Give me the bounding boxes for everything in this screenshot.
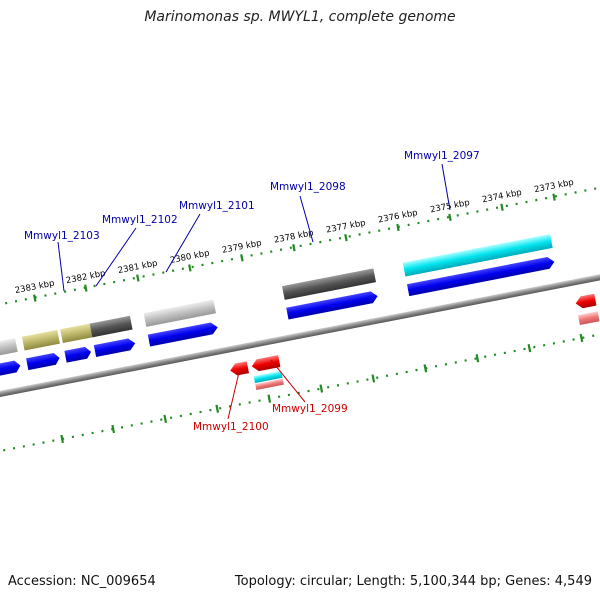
scale-label-2374: 2374 kbp [481, 188, 522, 205]
gene-label-2100: Mmwyl1_2100 [193, 421, 269, 433]
scale-label-2375: 2375 kbp [429, 198, 470, 215]
rev-arrow-2099 [251, 355, 281, 372]
cds-arrow-2097 [406, 257, 555, 297]
genome-backbone [0, 266, 600, 403]
gene-label-2103: Mmwyl1_2103 [24, 230, 100, 242]
feature-olive-1 [21, 329, 60, 351]
scale-label-2383: 2383 kbp [14, 279, 55, 296]
upper-scale-line [0, 182, 600, 314]
cds-track-forward [0, 257, 555, 376]
gene-labels: Mmwyl1_2103 Mmwyl1_2102 Mmwyl1_2101 Mmwy… [24, 150, 480, 433]
cds-arrow-2103 [26, 352, 60, 371]
cds-arrow-2098 [286, 291, 378, 320]
feature-mmwyl1-2101 [143, 299, 216, 327]
leader-2102 [95, 227, 137, 287]
leader-lines [57, 163, 451, 420]
rev-arrow-right-1 [575, 293, 597, 309]
scale-label-2380: 2380 kbp [169, 249, 210, 266]
leader-2103 [57, 241, 65, 292]
scale-label-2382: 2382 kbp [65, 269, 106, 286]
feature-track-top [0, 234, 553, 357]
rev-feature-right-pink [578, 311, 600, 326]
leader-2100 [227, 367, 241, 420]
cds-arrow-2101 [147, 322, 218, 347]
cds-arrow-partial [0, 360, 21, 376]
gene-label-2099: Mmwyl1_2099 [272, 403, 348, 415]
gene-label-2101: Mmwyl1_2101 [179, 200, 255, 212]
scale-label-2379: 2379 kbp [221, 238, 262, 255]
gene-label-2102: Mmwyl1_2102 [102, 214, 178, 226]
feature-mmwyl1-2098 [282, 268, 376, 300]
cds-arrow-2102b [93, 338, 136, 357]
lower-major-ticks [60, 333, 584, 444]
scale-label-2381: 2381 kbp [117, 259, 158, 276]
scale-label-2377: 2377 kbp [325, 218, 366, 235]
rev-feature-pink [255, 378, 284, 390]
leader-2099 [270, 359, 306, 403]
feature-olive-2 [60, 323, 93, 344]
accession-text: Accession: NC_009654 [8, 574, 156, 589]
feature-light-partial [0, 338, 18, 357]
feature-mmwyl1-2097 [402, 234, 553, 277]
genome-summary-text: Topology: circular; Length: 5,100,344 bp… [234, 574, 592, 589]
scale-label-2373: 2373 kbp [533, 178, 574, 195]
map-track-group: 2383 kbp 2382 kbp 2381 kbp 2380 kbp 2379… [0, 178, 600, 456]
gene-label-2097: Mmwyl1_2097 [404, 150, 480, 162]
leader-2098 [299, 195, 314, 243]
gene-label-2098: Mmwyl1_2098 [270, 181, 346, 193]
lower-scale-line [0, 323, 600, 456]
scale-label-2378: 2378 kbp [273, 228, 314, 245]
map-title: Marinomonas sp. MWYL1, complete genome [144, 9, 456, 25]
scale-label-2376: 2376 kbp [377, 208, 418, 225]
feature-dark-1 [89, 315, 133, 338]
cds-track-reverse [230, 293, 600, 390]
leader-2101 [165, 213, 201, 273]
cds-arrow-2102a [64, 346, 92, 363]
upper-major-ticks [33, 193, 556, 302]
leader-2097 [441, 163, 451, 211]
rev-feature-cyan [253, 370, 283, 384]
